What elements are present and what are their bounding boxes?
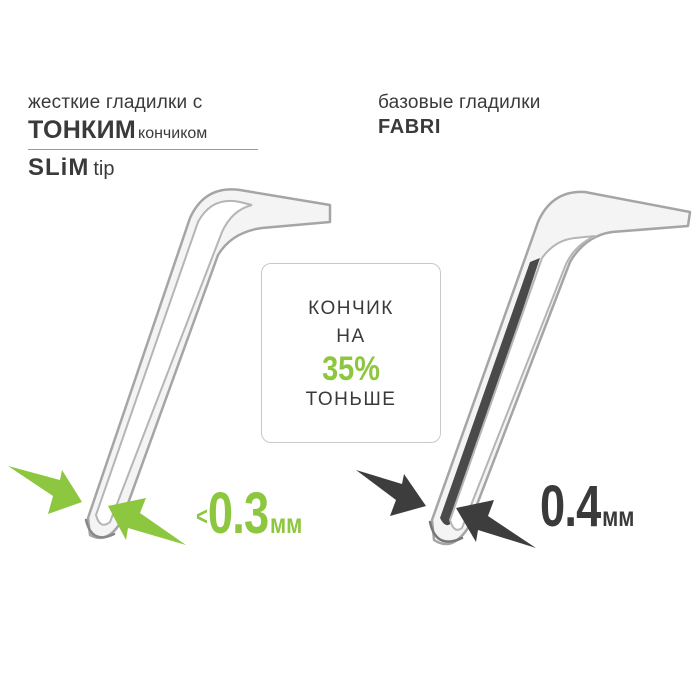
slim-brand-logo: SLiM	[28, 154, 90, 181]
fabri-measurement-value: 0.4	[540, 474, 601, 539]
fabri-brand: FABRI	[378, 116, 441, 138]
left-spatula-tip-edge	[84, 518, 116, 539]
fabri-tip-measurement: 0.4мм	[540, 473, 634, 540]
right-spatula-tip-edge	[428, 520, 464, 543]
right-arrow-lower-icon	[456, 500, 536, 548]
right-spatula-inner	[448, 235, 596, 531]
slim-measurement-value: 0.3	[207, 481, 269, 546]
slim-brand-tip: tip	[93, 158, 115, 180]
thinner-tip-callout: КОНЧИК НА 35% ТОНЬШЕ	[261, 263, 441, 443]
callout-line1: КОНЧИК	[308, 298, 394, 319]
left-arrow-upper-icon	[8, 466, 82, 514]
callout-percent: 35%	[322, 350, 380, 388]
left-spatula-inner	[94, 200, 253, 526]
left-green-arrows	[8, 466, 186, 545]
slim-heading-bold-word: ТОНКИМ	[28, 116, 137, 144]
fabri-measurement-unit: мм	[602, 501, 635, 532]
fabri-heading-line1: базовые гладилки	[378, 92, 541, 113]
right-spatula-dark-band	[440, 258, 540, 526]
slim-heading-line1: жесткие гладилки с	[28, 92, 203, 113]
right-arrow-upper-icon	[356, 470, 426, 516]
slim-heading-small-word: кончиком	[138, 125, 208, 142]
callout-line2: НА	[336, 326, 366, 347]
left-spatula-illustration	[84, 188, 332, 540]
right-dark-arrows	[356, 470, 536, 548]
slim-measurement-prefix: <	[196, 501, 208, 531]
left-arrow-lower-icon	[108, 498, 186, 545]
fabri-heading: базовые гладилки FABRI	[378, 92, 658, 139]
slim-measurement-unit: мм	[269, 508, 303, 539]
slim-heading-divider	[28, 149, 258, 150]
callout-line3: ТОНЬШЕ	[305, 389, 397, 410]
slim-tip-measurement: <0.3мм	[196, 480, 302, 547]
